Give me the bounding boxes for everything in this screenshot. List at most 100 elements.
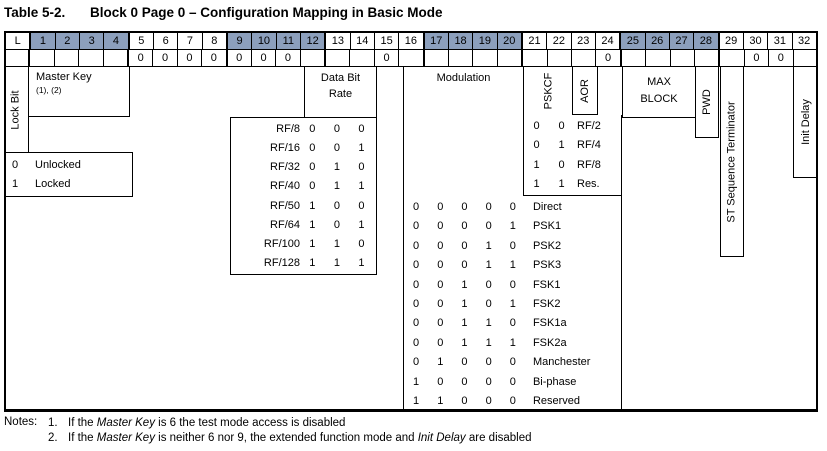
bit-value-cell bbox=[718, 50, 743, 66]
bit-header-cell: 19 bbox=[472, 33, 497, 49]
aor-label: AOR bbox=[579, 78, 591, 103]
init-delay-label-wrap: Init Delay bbox=[794, 67, 818, 177]
notes-list: 1.If the Master Key is 6 the test mode a… bbox=[48, 416, 532, 446]
pskcf-code-row-label: RF/8 bbox=[577, 158, 601, 171]
pskcf-code-row-label: RF/4 bbox=[577, 139, 601, 152]
bit-value-cell bbox=[570, 50, 595, 66]
data-rate-code-row-bit: 1 bbox=[309, 238, 316, 251]
data-rate-code-row-bit: 1 bbox=[333, 180, 340, 193]
bit-header-cell: 8 bbox=[201, 33, 226, 49]
pskcf-code-row-bit: 0 bbox=[558, 119, 565, 132]
data-rate-code-row-bit: 0 bbox=[358, 238, 365, 251]
note-number: 2. bbox=[48, 432, 58, 444]
note-text: If the Master Key is 6 the test mode acc… bbox=[68, 416, 345, 431]
data-rate-code-row-label: RF/64 bbox=[270, 218, 300, 231]
modulation-code-row-bit: 0 bbox=[461, 375, 468, 388]
modulation-code-row-bit: 1 bbox=[485, 259, 492, 272]
data-rate-code-row-label: RF/16 bbox=[270, 141, 300, 154]
bit-value-cell bbox=[496, 50, 521, 66]
bit-value-cell: 0 bbox=[743, 50, 768, 66]
note-text-part: Master Key bbox=[96, 417, 155, 429]
modulation-code-row-bit: 0 bbox=[413, 220, 420, 233]
bit-value-cell bbox=[102, 50, 127, 66]
modulation-code-row-bit: 0 bbox=[461, 356, 468, 369]
data-bit-rate-label: Data Bit Rate bbox=[320, 72, 361, 100]
master-key-label: Master Key bbox=[36, 71, 92, 83]
modulation-code-row-bit: 0 bbox=[437, 297, 444, 310]
data-rate-code-row-bit: 1 bbox=[358, 257, 365, 270]
data-rate-code-row-bit: 1 bbox=[358, 218, 365, 231]
data-rate-code-row-bit: 0 bbox=[358, 161, 365, 174]
bit-header-cell: 4 bbox=[103, 33, 128, 49]
data-rate-code-row-label: RF/32 bbox=[270, 161, 300, 174]
bit-value-cell bbox=[78, 50, 102, 66]
bit-value-cell bbox=[28, 50, 53, 66]
modulation-code-row-bit: 0 bbox=[509, 278, 516, 291]
data-rate-code-row-bit: 0 bbox=[333, 141, 340, 154]
field-st-sequence-terminator: ST Sequence Terminator bbox=[720, 67, 744, 257]
max-block-label: MAX BLOCK bbox=[640, 76, 678, 105]
data-rate-code-row-bit: 1 bbox=[358, 141, 365, 154]
data-rate-code-row-bit: 1 bbox=[309, 218, 316, 231]
bit-header-cell: 3 bbox=[78, 33, 104, 49]
modulation-code-row-bit: 0 bbox=[413, 259, 420, 272]
bit-header-cell: 29 bbox=[717, 33, 743, 49]
modulation-code-row-bit: 1 bbox=[461, 278, 468, 291]
data-rate-code-row-bit: 0 bbox=[309, 161, 316, 174]
modulation-code-row-label: FSK1 bbox=[532, 278, 561, 291]
data-rate-code-row-bit: 0 bbox=[333, 199, 340, 212]
lock-bit-label: Lock Bit bbox=[10, 89, 23, 130]
bit-header-cell: 11 bbox=[275, 33, 300, 49]
data-rate-code-row-label: RF/128 bbox=[263, 257, 300, 270]
field-init-delay: Init Delay bbox=[793, 67, 818, 178]
modulation-code-row-bit: 1 bbox=[509, 220, 516, 233]
field-data-bit-rate: Data Bit Rate bbox=[304, 67, 377, 117]
bit-value-cell bbox=[693, 50, 718, 66]
modulation-code-row-label: FSK2a bbox=[532, 336, 567, 349]
field-aor: AOR bbox=[573, 67, 598, 115]
modulation-code-row-bit: 0 bbox=[461, 220, 468, 233]
pwd-label: PWD bbox=[701, 89, 714, 115]
bit-value-cell bbox=[422, 50, 448, 66]
bit-header-cell: 17 bbox=[422, 33, 448, 49]
modulation-code-row-bit: 1 bbox=[485, 336, 492, 349]
pskcf-code-row-bit: 0 bbox=[533, 139, 540, 152]
data-rate-code-row-bit: 1 bbox=[309, 199, 316, 212]
modulation-code-row-bit: 1 bbox=[437, 356, 444, 369]
lock-value-label: Unlocked bbox=[35, 159, 81, 171]
modulation-code-row-bit: 1 bbox=[437, 395, 444, 408]
pskcf-label-wrap: PSKCF bbox=[524, 67, 572, 115]
modulation-code-row-bit: 0 bbox=[437, 375, 444, 388]
modulation-code-row-bit: 0 bbox=[509, 356, 516, 369]
note-text: If the Master Key is neither 6 nor 9, th… bbox=[68, 431, 532, 446]
bit-value-cell bbox=[5, 50, 28, 66]
modulation-code-row-bit: 0 bbox=[413, 239, 420, 252]
bit-value-cell: 0 bbox=[225, 50, 251, 66]
data-rate-code-row-bit: 0 bbox=[309, 180, 316, 193]
bit-value-cell bbox=[521, 50, 546, 66]
data-rate-code-row-label: RF/50 bbox=[270, 199, 300, 212]
bit-value-cell bbox=[324, 50, 349, 66]
modulation-code-row-bit: 0 bbox=[485, 278, 492, 291]
bit-header-cell: 12 bbox=[299, 33, 325, 49]
bit-value-cell: 0 bbox=[768, 50, 792, 66]
bit-value-cell bbox=[299, 50, 324, 66]
bit-value-cell: 0 bbox=[126, 50, 152, 66]
bit-header-cell: 13 bbox=[324, 33, 349, 49]
bit-header-cell: 10 bbox=[251, 33, 276, 49]
bit-value-cell: 0 bbox=[595, 50, 619, 66]
modulation-code-row-bit: 0 bbox=[437, 336, 444, 349]
data-rate-code-row-label: RF/100 bbox=[263, 238, 300, 251]
note-row: 2. If the Master Key is neither 6 nor 9, … bbox=[48, 431, 532, 446]
note-text-part: Master Key bbox=[96, 432, 155, 444]
